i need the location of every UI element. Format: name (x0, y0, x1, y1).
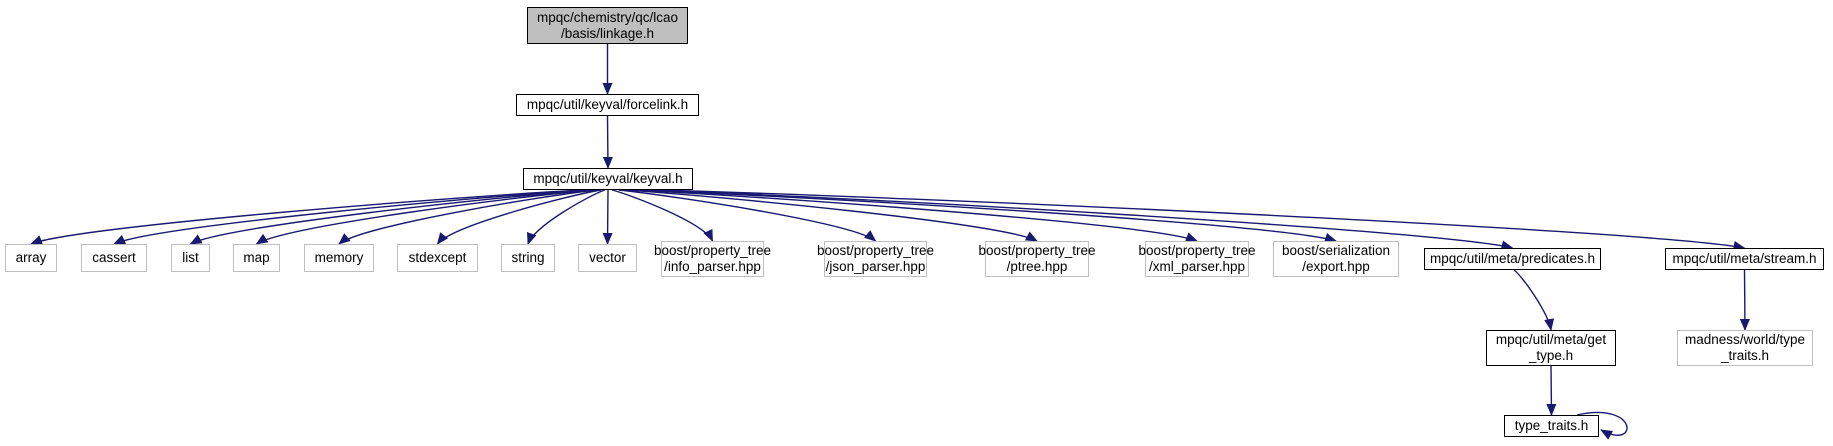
edge-stream-to-madness-type-traits (1739, 269, 1750, 331)
edge-keyval-to-predicates (644, 189, 1514, 251)
node-vector: vector (578, 244, 637, 272)
edge-keyval-to-map (255, 189, 594, 245)
node-label-line: boost/property_tree (816, 243, 935, 258)
node-label-line: string (511, 250, 545, 265)
edge-keyval-to-ptree (625, 189, 1038, 242)
edge-predicates-to-get-type (1513, 269, 1555, 331)
node-stdexcept: stdexcept (397, 244, 478, 272)
edge-keyval-to-stream (653, 189, 1746, 251)
node-ptree: boost/property_tree/ptree.hpp (978, 241, 1096, 277)
node-type-traits[interactable]: type_traits.h (1504, 415, 1599, 437)
node-label-line: stdexcept (408, 250, 467, 265)
node-map: map (233, 244, 280, 272)
node-label-line: memory (314, 250, 364, 265)
node-label-line: /info_parser.hpp (664, 259, 761, 274)
node-label-line: mpqc/util/meta/predicates.h (1429, 251, 1596, 266)
node-cassert: cassert (81, 244, 147, 272)
edge-keyval-to-export (637, 189, 1337, 243)
node-root: mpqc/chemistry/qc/lcao/basis/linkage.h (527, 7, 688, 44)
node-list: list (171, 244, 210, 272)
node-label-line: /export.hpp (1302, 259, 1370, 274)
node-predicates[interactable]: mpqc/util/meta/predicates.h (1424, 248, 1601, 270)
node-label-line: boost/serialization (1281, 243, 1391, 258)
node-xml-parser: boost/property_tree/xml_parser.hpp (1138, 241, 1256, 277)
node-label-line: boost/property_tree (1138, 243, 1256, 258)
node-label-line: type_traits.h (1514, 418, 1589, 433)
edge-keyval-to-vector (602, 189, 613, 245)
node-label-line: mpqc/chemistry/qc/lcao (536, 9, 679, 25)
edge-get-type-to-type-traits (1546, 365, 1557, 416)
edge-forcelink-to-keyval (602, 115, 613, 169)
edge-keyval-to-json-parser (618, 189, 877, 242)
node-label-line: _type.h (1528, 348, 1574, 363)
node-label-line: mpqc/util/keyval/forcelink.h (526, 97, 689, 112)
node-get-type[interactable]: mpqc/util/meta/get_type.h (1486, 330, 1616, 366)
node-label-line: mpqc/util/meta/get (1495, 332, 1607, 347)
edge-keyval-to-string (526, 189, 606, 245)
node-label-line: /xml_parser.hpp (1148, 259, 1246, 274)
node-label-line: list (182, 250, 199, 265)
node-array: array (5, 244, 57, 272)
node-madness-type-traits: madness/world/type_traits.h (1677, 330, 1813, 366)
edge-type-traits-to-type-traits (1576, 411, 1628, 440)
node-keyval[interactable]: mpqc/util/keyval/keyval.h (523, 168, 693, 190)
edge-keyval-to-array (30, 189, 585, 245)
edge-keyval-to-memory (338, 189, 598, 245)
node-string: string (501, 244, 555, 272)
node-label-line: madness/world/type (1684, 332, 1806, 347)
node-label-line: /ptree.hpp (1006, 259, 1068, 274)
node-label-line: /basis/linkage.h (560, 25, 655, 41)
edge-keyval-to-list (189, 189, 592, 245)
node-forcelink[interactable]: mpqc/util/keyval/forcelink.h (516, 94, 699, 116)
node-label-line: mpqc/util/keyval/keyval.h (533, 171, 683, 186)
node-label-line: vector (589, 250, 626, 265)
node-label-line: cassert (92, 250, 136, 265)
edge-keyval-to-info-parser (611, 189, 714, 242)
edge-keyval-to-cassert (113, 189, 589, 245)
node-info-parser: boost/property_tree/info_parser.hpp (654, 241, 771, 277)
node-export: boost/serialization/export.hpp (1273, 241, 1399, 277)
node-label-line: boost/property_tree (653, 243, 772, 258)
edge-keyval-to-xml-parser (631, 189, 1198, 242)
node-label-line: _traits.h (1720, 348, 1770, 363)
node-stream[interactable]: mpqc/util/meta/stream.h (1665, 248, 1824, 270)
node-label-line: map (243, 250, 270, 265)
node-label-line: array (15, 250, 47, 265)
edge-keyval-to-stdexcept (436, 189, 602, 245)
node-json-parser: boost/property_tree/json_parser.hpp (817, 241, 934, 277)
node-label-line: boost/property_tree (978, 243, 1096, 258)
node-label-line: /json_parser.hpp (825, 259, 926, 274)
node-memory: memory (304, 244, 374, 272)
node-label-line: mpqc/util/meta/stream.h (1672, 251, 1817, 266)
